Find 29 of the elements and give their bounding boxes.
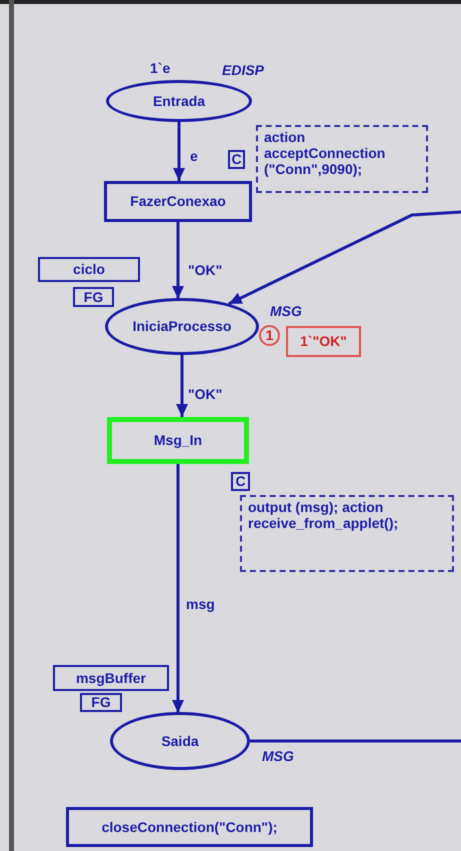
arc-inscription: msg <box>186 596 215 612</box>
transition-box: Msg_In <box>107 417 249 464</box>
inscription-tag: FG <box>73 287 114 307</box>
color-set-label: EDISP <box>222 62 264 78</box>
marking-box: 1`"OK" <box>286 326 361 357</box>
color-set-label: MSG <box>270 303 302 319</box>
arc-inscription: "OK" <box>188 262 222 278</box>
arc-inscription: e <box>190 148 198 164</box>
inscription-tag: msgBuffer <box>53 665 169 691</box>
initial-marking-label: 1`e <box>150 60 170 76</box>
arc-arrow <box>176 355 188 417</box>
inscription-tag: C <box>231 472 250 491</box>
arc-arrow <box>228 210 461 306</box>
code-segment-box: output (msg); action receive_from_applet(); <box>240 495 454 572</box>
color-set-label: MSG <box>262 748 294 764</box>
arc-inscription: "OK" <box>188 386 222 402</box>
token-count-circle: 1 <box>259 325 280 346</box>
arc-arrow <box>172 464 184 713</box>
inscription-tag: FG <box>80 693 122 712</box>
transition-box: closeConnection("Conn"); <box>66 807 313 847</box>
arc-arrow <box>172 222 184 299</box>
transition-box: FazerConexao <box>104 181 252 222</box>
place-ellipse: Saida <box>110 712 250 770</box>
code-segment-box: action acceptConnection ("Conn",9090); <box>256 125 428 193</box>
place-ellipse: IniciaProcesso <box>105 298 259 355</box>
arc-arrow <box>173 122 185 181</box>
place-ellipse: Entrada <box>106 80 252 122</box>
inscription-tag: C <box>228 150 245 169</box>
inscription-tag: ciclo <box>38 257 140 282</box>
